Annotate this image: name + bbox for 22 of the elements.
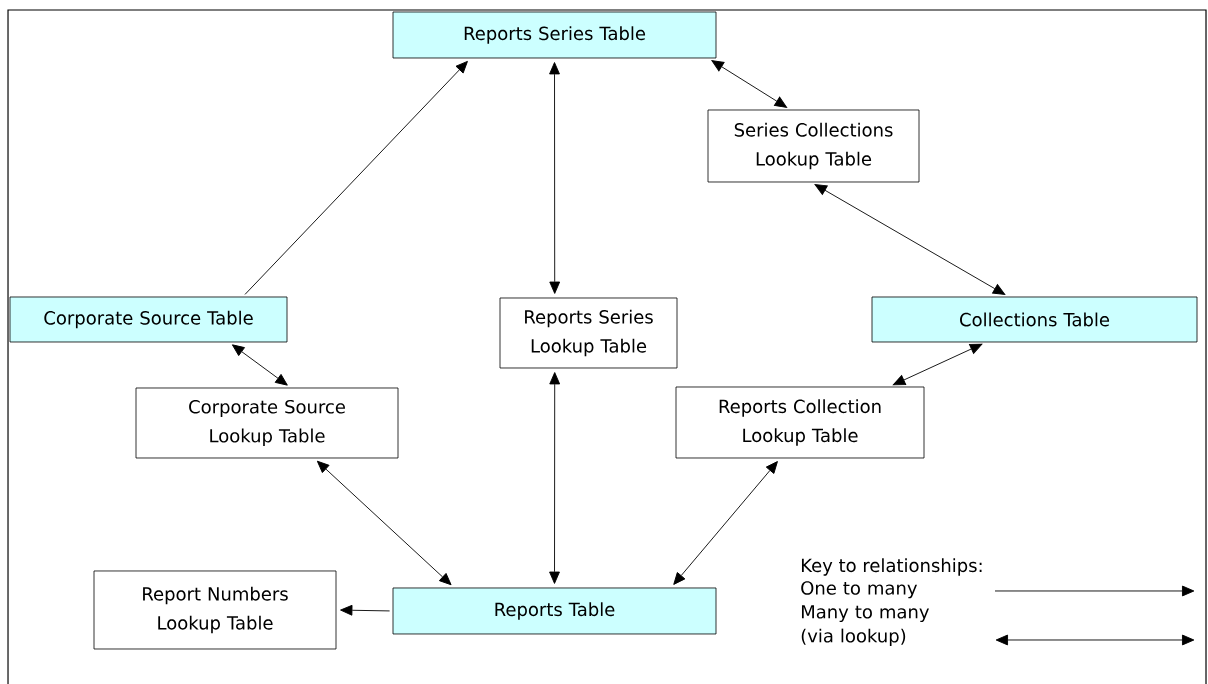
arrow bbox=[711, 60, 788, 108]
table-box: Reports Table bbox=[392, 587, 717, 635]
key-heading: Key to relationships: bbox=[802, 558, 982, 576]
arrow bbox=[549, 62, 561, 294]
table-box: Reports Series Lookup Table bbox=[499, 297, 678, 369]
arrow bbox=[340, 604, 391, 616]
arrow bbox=[549, 372, 561, 584]
table-box: Corporate Source Table bbox=[9, 296, 288, 343]
arrow bbox=[814, 184, 1006, 295]
legend-label: Many to many (via lookup) bbox=[801, 605, 929, 647]
legend-label: One to many bbox=[801, 581, 917, 599]
table-box: Collections Table bbox=[871, 296, 1198, 343]
table-box: Reports Series Table bbox=[392, 11, 717, 59]
table-box: Series Collections Lookup Table bbox=[707, 109, 920, 183]
arrow bbox=[673, 461, 778, 585]
table-box: Reports Collection Lookup Table bbox=[675, 386, 925, 459]
table-box: Corporate Source Lookup Table bbox=[135, 387, 399, 459]
arrow bbox=[316, 460, 452, 586]
table-box: Report Numbers Lookup Table bbox=[93, 570, 337, 650]
arrow bbox=[892, 343, 983, 386]
arrow bbox=[244, 60, 468, 295]
arrow bbox=[231, 344, 288, 386]
